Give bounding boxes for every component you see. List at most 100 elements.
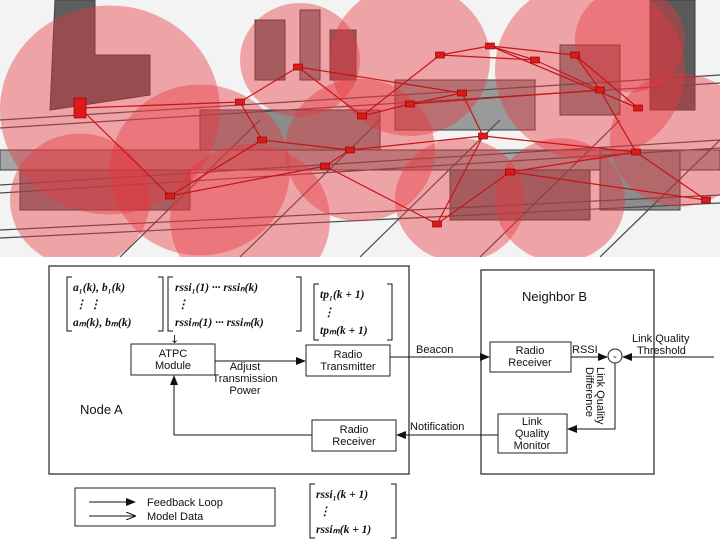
- node-a-frame: [48, 265, 410, 475]
- neighbor-receiver-line2: Receiver: [508, 357, 552, 369]
- sensor-node: [595, 86, 605, 94]
- sensor-node: [257, 136, 267, 144]
- neighbor-b-frame: [480, 269, 655, 475]
- tp-vector-row1: tp₁(k + 1): [320, 289, 365, 301]
- network-links: [79, 45, 707, 225]
- network-link: [409, 92, 463, 105]
- radio-transmitter-line2: Transmitter: [320, 361, 376, 373]
- network-link: [509, 171, 707, 201]
- monitor-line3: Monitor: [514, 440, 551, 452]
- network-link: [489, 45, 639, 109]
- legend: Feedback Loop Model Data: [74, 487, 276, 527]
- network-link: [349, 135, 484, 151]
- coverage-area: [330, 0, 490, 136]
- sensor-node: [457, 89, 467, 97]
- neighbor-b-radio-receiver-box: Radio Receiver: [489, 341, 572, 373]
- network-link: [79, 107, 171, 197]
- rssi-matrix-row2: rssiₘ(1) ··· rssiₘ(k): [175, 317, 264, 329]
- node-a-radio-receiver-box: Radio Receiver: [311, 419, 397, 452]
- sensor-node: [701, 196, 711, 204]
- industrial-network-scene: [0, 0, 720, 257]
- threshold-line2: Threshold: [637, 345, 686, 357]
- plant-structures: [0, 0, 720, 221]
- network-link: [239, 66, 299, 103]
- tp-vector-dots: ⋮: [323, 307, 335, 319]
- adjust-power-label: Adjust Transmission Power: [213, 361, 278, 397]
- network-link: [261, 139, 351, 151]
- subtractor-junction: -: [607, 348, 623, 364]
- rssi-matrix-row1: rssi₁(1) ··· rssiₙ(k): [175, 282, 258, 294]
- neighbor-receiver-line1: Radio: [516, 345, 545, 357]
- difference-line2: Difference: [583, 367, 595, 417]
- adjust-line2: Transmission: [213, 373, 278, 385]
- down-arrow-icon: ↓: [170, 333, 179, 346]
- diagram-arrows: [170, 353, 714, 439]
- network-link: [574, 54, 639, 109]
- coverage-area: [575, 0, 685, 93]
- network-link: [574, 54, 601, 91]
- rssi-matrix-dots: ⋮: [177, 299, 189, 311]
- rssi-next-dots: ⋮: [319, 506, 331, 518]
- coverage-area: [240, 3, 360, 117]
- sensor-node: [405, 100, 415, 108]
- legend-feedback: Feedback Loop: [147, 497, 223, 509]
- sensor-node: [345, 146, 355, 154]
- monitor-line1: Link: [522, 416, 543, 428]
- network-link: [439, 54, 536, 61]
- network-link: [361, 103, 411, 117]
- coverage-area: [0, 5, 220, 215]
- network-link: [635, 151, 707, 201]
- coverage-area: [110, 84, 290, 256]
- sensor-node: [435, 51, 445, 59]
- network-link: [79, 101, 241, 109]
- sensor-node: [73, 97, 87, 119]
- neighbor-matrix: a₁(k), b₁(k) ⋮ ⋮ aₘ(k), bₘ(k): [66, 276, 164, 332]
- network-link: [169, 139, 263, 197]
- neighbor-matrix-dots: ⋮ ⋮: [75, 299, 101, 311]
- atpc-module-box: ATPC Module: [130, 343, 216, 376]
- network-link: [409, 89, 601, 105]
- network-link: [599, 89, 637, 153]
- coverage-areas: [0, 0, 720, 257]
- network-link: [509, 151, 637, 173]
- sensor-node: [631, 148, 641, 156]
- network-link: [534, 59, 601, 91]
- rssi-next-vector: rssi₁(k + 1) ⋮ rssiₘ(k + 1): [309, 483, 397, 539]
- node-a-receiver-line1: Radio: [340, 424, 369, 436]
- notification-label: Notification: [410, 421, 464, 433]
- sensor-node: [320, 162, 330, 170]
- network-link: [324, 165, 438, 225]
- coverage-area: [495, 138, 625, 257]
- node-a-receiver-line2: Receiver: [332, 436, 376, 448]
- link-quality-monitor-box: Link Quality Monitor: [497, 413, 568, 454]
- rssi-matrix: rssi₁(1) ··· rssiₙ(k) ⋮ rssiₘ(1) ··· rss…: [167, 276, 302, 332]
- neighbor-b-title: Neighbor B: [522, 289, 587, 304]
- sensor-node: [165, 192, 175, 200]
- neighbor-matrix-row1: a₁(k), b₁(k): [73, 282, 125, 294]
- difference-arrow: [567, 363, 616, 433]
- feedback-to-atpc-arrow: [170, 375, 312, 436]
- atpc-module-line1: ATPC: [159, 348, 188, 360]
- coverage-area: [285, 78, 435, 222]
- sensor-node: [505, 168, 515, 176]
- rssi-label: RSSI: [572, 344, 598, 356]
- threshold-line1: Link Quality: [632, 333, 690, 345]
- sensor-node: [478, 132, 488, 140]
- tp-vector: tp₁(k + 1) ⋮ tpₘ(k + 1): [313, 283, 393, 341]
- network-link: [297, 66, 363, 117]
- network-link: [439, 45, 491, 56]
- coverage-area: [395, 138, 525, 257]
- network-link: [169, 165, 326, 197]
- network-link: [436, 171, 511, 225]
- rssi-next-row2: rssiₘ(k + 1): [316, 524, 371, 536]
- difference-line1: Link Quality: [594, 367, 606, 425]
- monitor-line2: Quality: [515, 428, 550, 440]
- legend-model: Model Data: [147, 511, 204, 523]
- adjust-line1: Adjust: [230, 361, 261, 373]
- plant-pipes: [0, 74, 720, 257]
- sensor-node: [570, 51, 580, 59]
- tp-vector-row2: tpₘ(k + 1): [320, 325, 368, 337]
- beacon-label: Beacon: [416, 344, 453, 356]
- network-link: [482, 135, 637, 153]
